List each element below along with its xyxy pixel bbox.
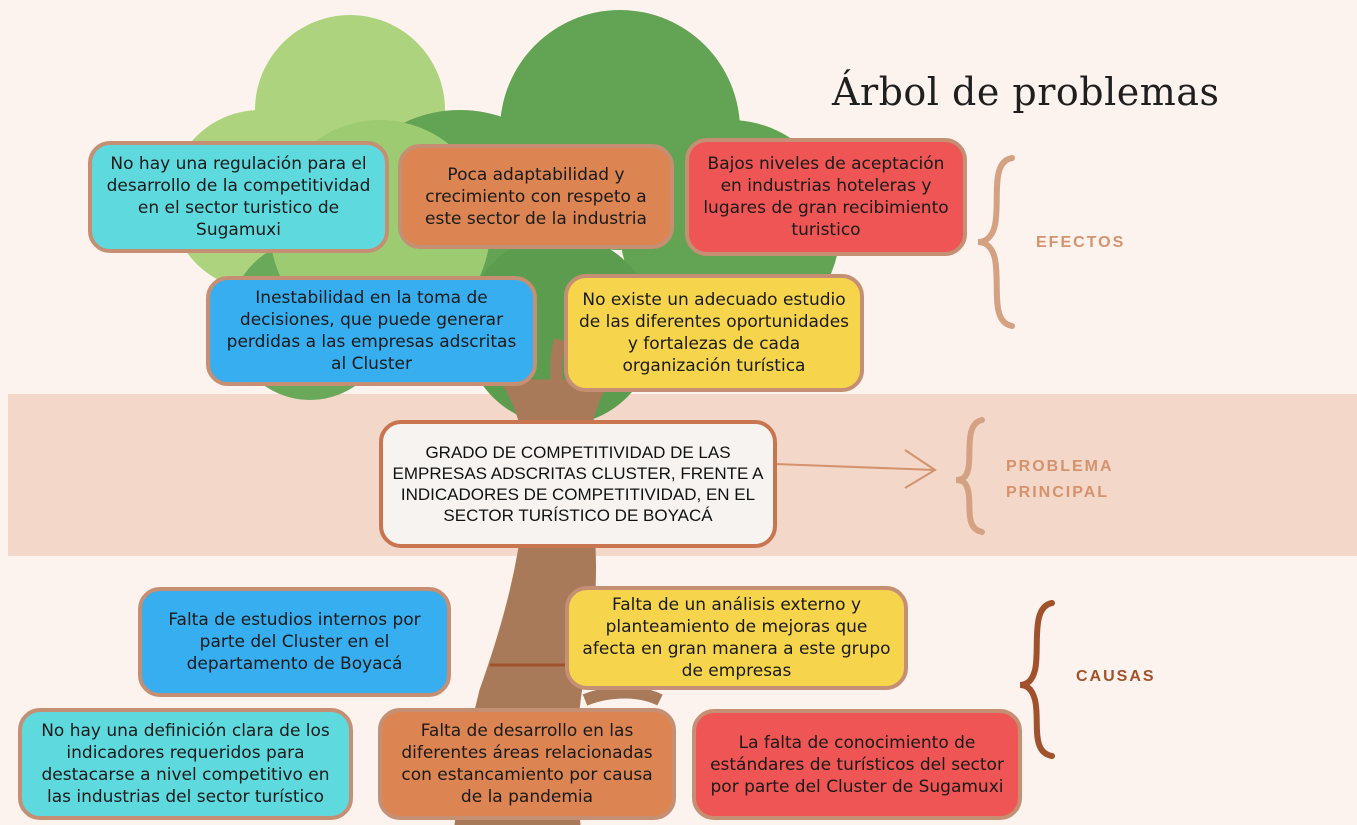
section-label-problema-line1: PROBLEMA	[1006, 458, 1114, 475]
effect-box-regulacion: No hay una regulación para el desarrollo…	[88, 141, 389, 253]
section-label-efectos: EFECTOS	[1036, 234, 1126, 251]
causas-bracket	[1019, 600, 1055, 759]
section-label-causas: CAUSAS	[1076, 668, 1156, 685]
effect-box-estudio: No existe un adecuado estudio de las dif…	[564, 274, 864, 392]
main-problem-box: GRADO DE COMPETITIVIDAD DE LAS EMPRESAS …	[379, 420, 777, 548]
diagram-title: Árbol de problemas	[832, 70, 1220, 114]
efectos-bracket	[977, 155, 1015, 329]
problema-bracket	[955, 417, 985, 535]
effect-box-adaptabilidad: Poca adaptabilidad y crecimiento con res…	[398, 144, 674, 249]
effect-box-inestabilidad: Inestabilidad en la toma de decisiones, …	[206, 276, 537, 386]
section-brackets	[955, 155, 1055, 759]
main-problem-arrow	[774, 449, 937, 489]
section-label-problema: PROBLEMA PRINCIPAL	[1006, 454, 1114, 506]
cause-box-estudios-internos: Falta de estudios internos por parte del…	[138, 587, 451, 697]
cause-box-analisis-externo: Falta de un análisis externo y planteami…	[565, 586, 908, 690]
section-label-problema-line2: PRINCIPAL	[1006, 484, 1110, 501]
cause-box-desarrollo: Falta de desarrollo en las diferentes ár…	[378, 708, 676, 820]
effect-box-aceptacion: Bajos niveles de aceptación en industria…	[685, 138, 967, 256]
cause-box-indicadores: No hay una definición clara de los indic…	[18, 708, 353, 820]
cause-box-estandares: La falta de conocimiento de estándares d…	[692, 709, 1022, 820]
